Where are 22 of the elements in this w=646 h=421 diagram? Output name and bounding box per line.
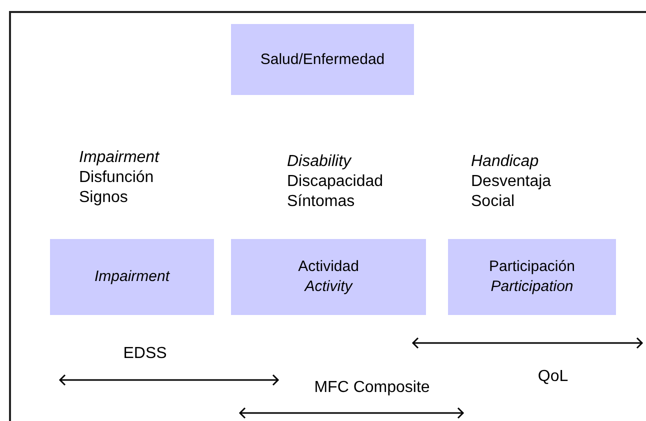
column-text: Discapacidad — [287, 172, 384, 192]
column-text: Social — [471, 192, 515, 212]
column-text: Desventaja — [471, 172, 552, 192]
concept-box — [448, 239, 616, 315]
box-text: Actividad — [298, 257, 359, 277]
concept-box — [50, 239, 214, 315]
box-text: Participation — [490, 277, 574, 297]
column-text: Handicap — [471, 152, 539, 172]
range-label: QoL — [538, 367, 568, 387]
box-text: Impairment — [94, 267, 170, 287]
column-text: Disfunción — [79, 168, 154, 188]
range-label: EDSS — [123, 344, 167, 364]
column-text: Síntomas — [287, 192, 355, 212]
column-text: Impairment — [79, 148, 160, 168]
column-text: Signos — [79, 188, 128, 208]
box-text: Salud/Enfermedad — [260, 50, 385, 70]
column-text: Disability — [287, 152, 352, 172]
box-text: Participación — [489, 257, 575, 277]
range-label: MFC Composite — [314, 378, 430, 398]
box-text: Activity — [304, 277, 352, 297]
concept-box — [231, 239, 426, 315]
concept-box — [231, 24, 414, 95]
